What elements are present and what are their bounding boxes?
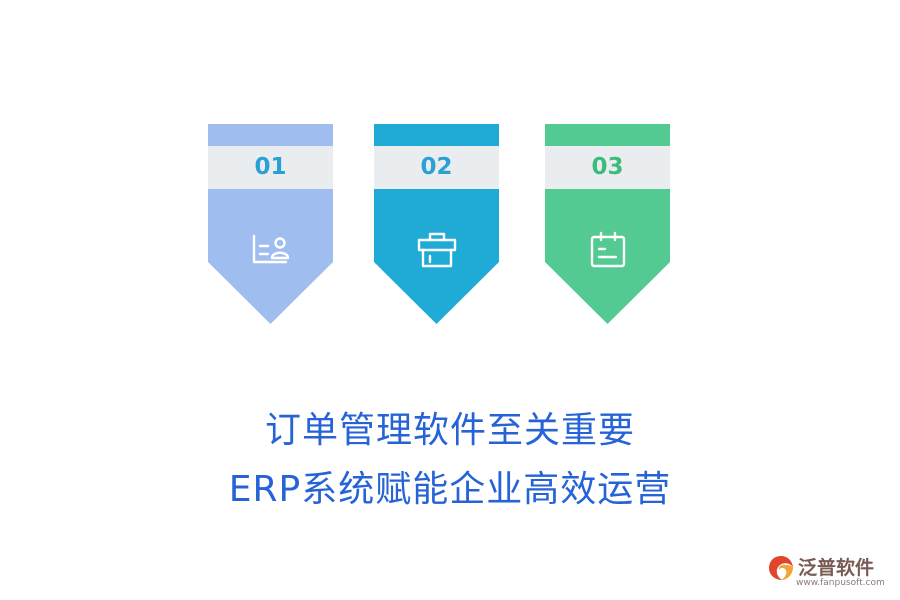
brand-logo: 泛普软件 www.fanpusoft.com (766, 553, 894, 593)
toolbox-icon (417, 232, 457, 268)
logo-url: www.fanpusoft.com (796, 578, 885, 588)
calendar-icon (590, 231, 626, 268)
banner-number: 02 (420, 154, 453, 180)
banner-shape (208, 124, 333, 324)
banner-01: 01 (208, 124, 333, 324)
headline-line-2: ERP系统赋能企业高效运营 (228, 469, 672, 510)
banner-02: 02 (374, 124, 499, 324)
headline-line-1: 订单管理软件至关重要 (264, 410, 635, 451)
fanpu-logo-icon (769, 556, 793, 580)
user-card-icon (252, 234, 290, 264)
banner-shape (545, 124, 670, 324)
banner-number: 03 (591, 154, 624, 180)
banner-shape (374, 124, 499, 324)
logo-name: 泛普软件 (798, 557, 875, 579)
banner-number: 01 (254, 154, 287, 180)
banner-03: 03 (545, 124, 670, 324)
